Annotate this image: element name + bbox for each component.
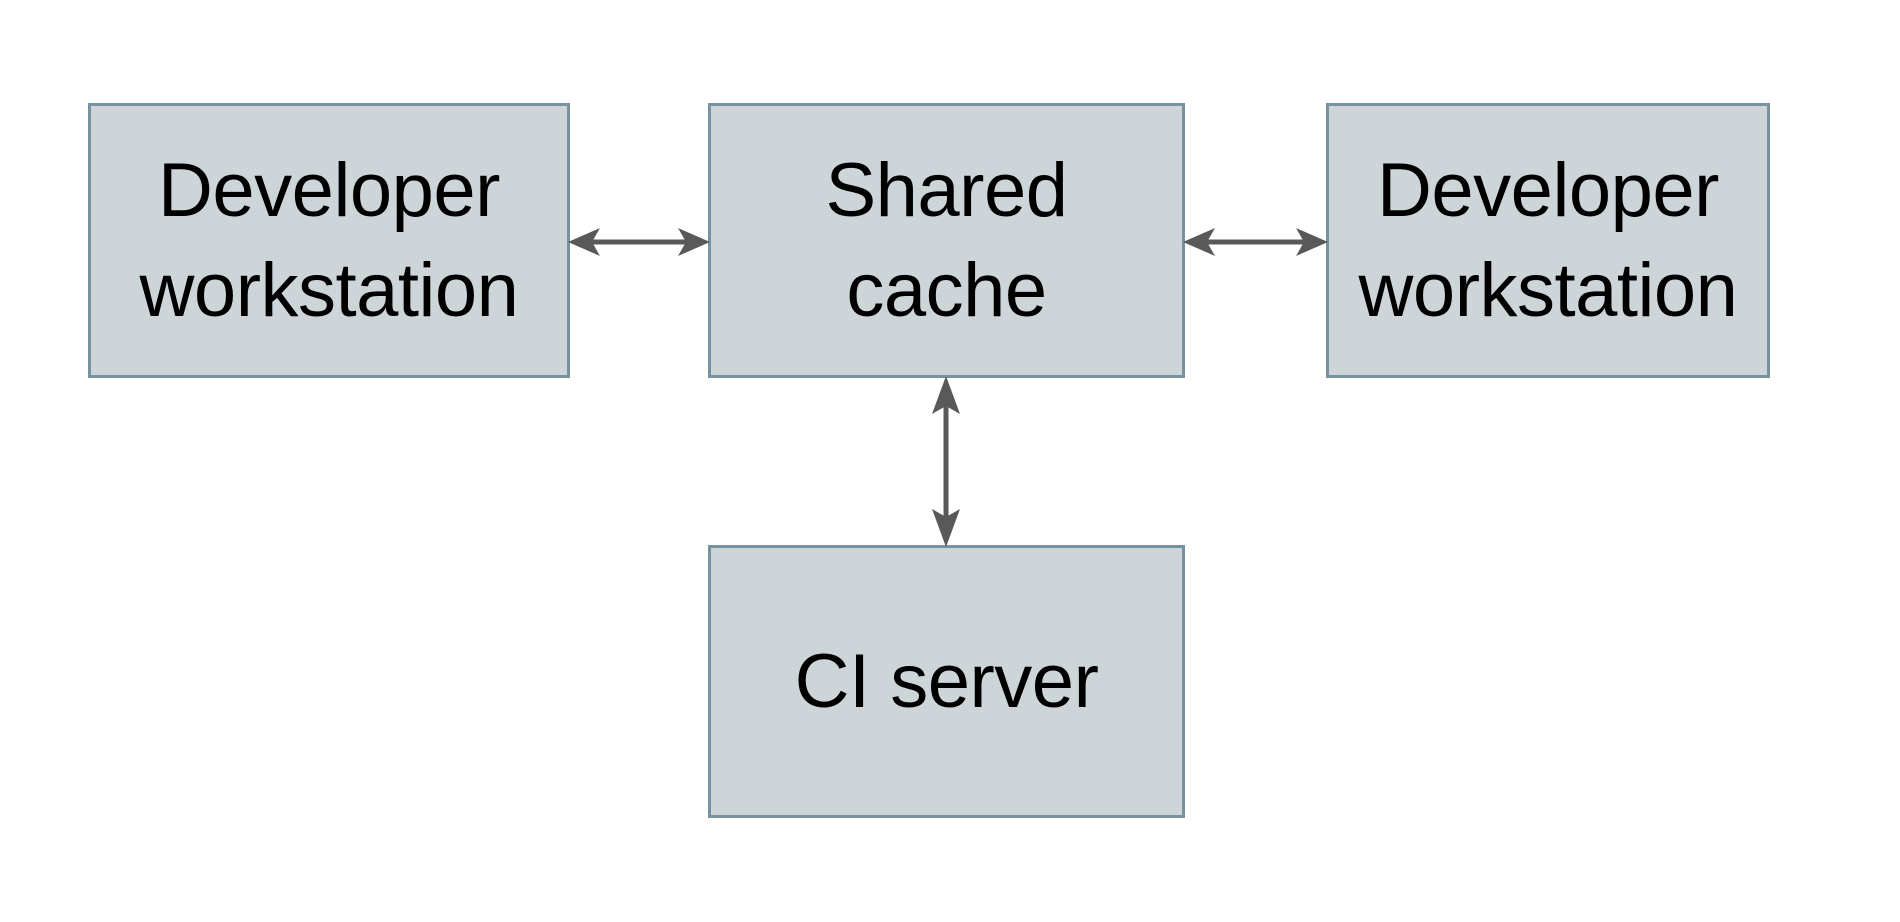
node-ci-server[interactable]: CI server xyxy=(708,545,1185,818)
arrowhead-right-icon xyxy=(1296,228,1328,256)
node-shared-cache[interactable]: Shared cache xyxy=(708,103,1185,378)
arrowhead-left-icon xyxy=(568,228,600,256)
node-developer-workstation-left[interactable]: Developer workstation xyxy=(88,103,570,378)
node-label: Developer workstation xyxy=(139,147,519,333)
node-label: CI server xyxy=(794,638,1099,724)
connector-shared-cache-to-ci-server[interactable] xyxy=(916,374,976,549)
connector-shared-cache-to-developer-right[interactable] xyxy=(1181,212,1330,272)
arrowhead-left-icon xyxy=(1183,228,1215,256)
arrowhead-up-icon xyxy=(932,376,960,414)
node-developer-workstation-right[interactable]: Developer workstation xyxy=(1326,103,1770,378)
connector-developer-left-to-shared-cache[interactable] xyxy=(566,212,712,272)
arrowhead-right-icon xyxy=(678,228,710,256)
arrowhead-down-icon xyxy=(932,509,960,547)
node-label: Developer workstation xyxy=(1358,147,1738,333)
node-label: Shared cache xyxy=(825,147,1068,333)
